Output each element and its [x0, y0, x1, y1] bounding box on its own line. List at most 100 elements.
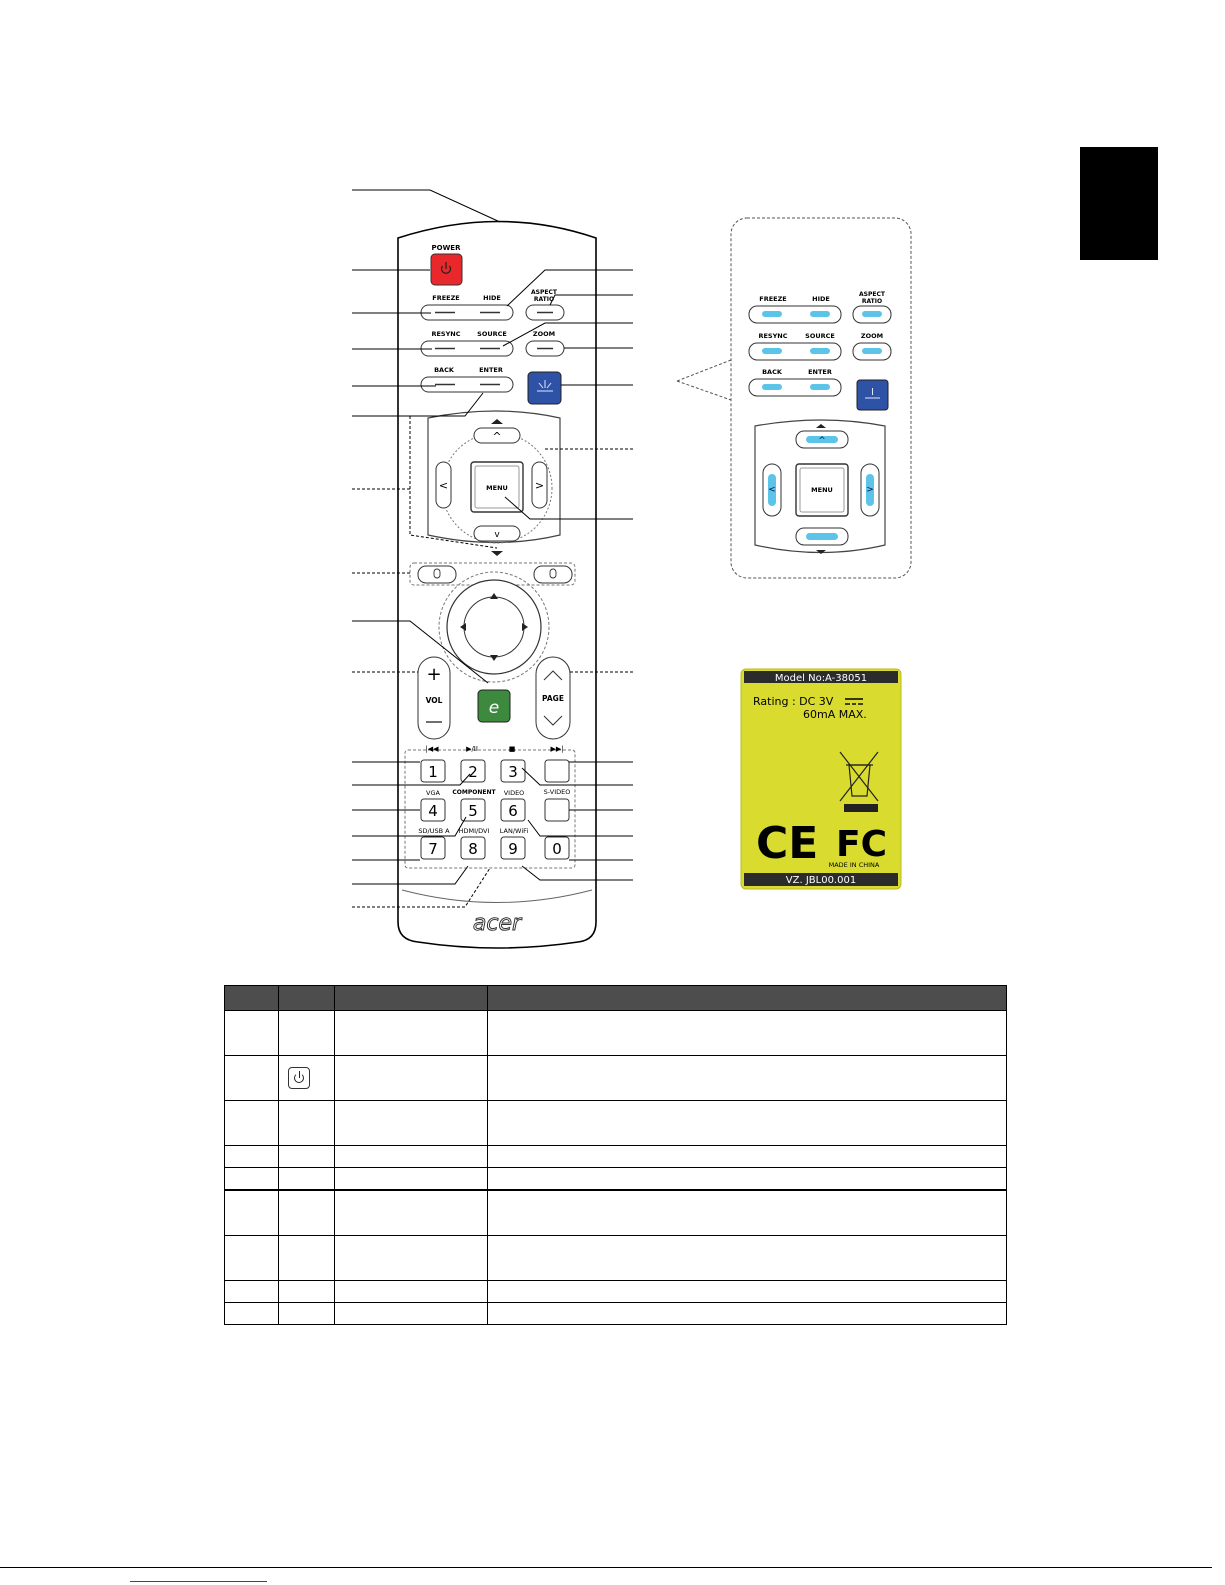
numeric-key[interactable] [460, 759, 486, 783]
svg-text:▶▶|: ▶▶| [550, 745, 563, 753]
table-row [224, 1280, 1007, 1303]
table-row [224, 1189, 1007, 1236]
back-label: BACK [434, 366, 455, 374]
right-icon: > [535, 479, 544, 492]
numeric-key[interactable] [420, 798, 446, 822]
numeric-key[interactable] [544, 836, 570, 860]
sdusb-label: SD/USB A [418, 827, 450, 835]
next-key[interactable] [544, 759, 570, 783]
numeric-key-label: 8 [468, 840, 478, 858]
aspect-label-1: ASPECT [531, 289, 558, 296]
inset-menu-button[interactable] [795, 463, 849, 517]
inset-source-label: SOURCE [805, 332, 835, 340]
table-row [224, 1235, 1007, 1281]
left-icon: < [439, 479, 448, 492]
inset-aspect-button[interactable] [862, 311, 882, 317]
up-button[interactable] [473, 427, 521, 444]
numeric-key[interactable] [420, 759, 446, 783]
numeric-key[interactable] [500, 836, 526, 860]
label-code: VZ. JBL00.001 [786, 875, 856, 886]
inset-enter-button[interactable] [810, 384, 830, 390]
svg-text:+: + [426, 664, 441, 685]
source-label: SOURCE [477, 330, 507, 338]
menu-label: MENU [486, 484, 508, 492]
inset-aspect-label-2: RATIO [862, 298, 882, 305]
power-button[interactable] [430, 253, 463, 286]
inset-source-button[interactable] [810, 348, 830, 354]
component-label: COMPONENT [452, 789, 496, 796]
rating-current: 60mA MAX. [803, 708, 867, 721]
numeric-key[interactable] [420, 836, 446, 860]
numeric-key[interactable] [460, 798, 486, 822]
numeric-key[interactable] [460, 836, 486, 860]
svg-text:>: > [866, 485, 874, 495]
numeric-key-label: 7 [428, 840, 438, 858]
laser-icon [537, 380, 553, 392]
vga-label: VGA [426, 789, 440, 797]
empowering-key[interactable] [477, 689, 511, 723]
callout-lines-left [352, 189, 501, 908]
menu-button[interactable] [470, 461, 524, 513]
hide-label: HIDE [483, 294, 501, 302]
inset-back-label: BACK [762, 368, 783, 376]
inset-hide-label: HIDE [812, 295, 830, 303]
e-key-label: e [489, 698, 499, 718]
svideo-key[interactable] [544, 798, 570, 822]
rating-label: Model No:A-38051 Rating : DC 3V 60mA MAX… [740, 668, 902, 890]
table-row [224, 1302, 1007, 1325]
numeric-key-label: 2 [468, 763, 478, 781]
down-icon: v [494, 530, 500, 540]
right-button[interactable] [531, 461, 548, 509]
inset-resync-button[interactable] [762, 348, 782, 354]
rating-text: Rating : DC 3V [753, 695, 834, 708]
back-enter-rocker [420, 376, 514, 393]
zoom-label: ZOOM [533, 330, 555, 338]
aspect-label-2: RATIO [534, 296, 554, 303]
left-button[interactable] [435, 461, 452, 509]
page-label: PAGE [542, 694, 564, 703]
inset-freeze-label: FREEZE [759, 295, 786, 303]
table-row [224, 1100, 1007, 1146]
acer-logo: acer [473, 911, 523, 936]
fcc-mark: FC [836, 824, 887, 865]
down-button[interactable] [473, 525, 521, 542]
up-icon: ^ [492, 430, 501, 443]
vol-label: VOL [426, 696, 443, 705]
mouse-right-button[interactable] [533, 565, 573, 584]
footer-link-underline[interactable] [130, 1581, 267, 1582]
table-row [224, 1010, 1007, 1056]
svg-text:|◀◀: |◀◀ [425, 745, 439, 753]
inset-freeze-button[interactable] [762, 311, 782, 317]
svg-text:▶/II: ▶/II [466, 745, 478, 753]
inset-zoom-button[interactable] [862, 348, 882, 354]
numeric-key-label: 4 [428, 802, 438, 820]
volume-rocker[interactable] [417, 656, 451, 740]
inset-hide-button[interactable] [810, 311, 830, 317]
svg-text:<: < [768, 485, 776, 495]
mouse-right-icon [549, 568, 557, 579]
remote-function-table [224, 985, 1007, 1325]
power-icon [440, 262, 452, 274]
inset-back-button[interactable] [762, 384, 782, 390]
page-rocker[interactable] [535, 656, 571, 740]
mouse-left-button[interactable] [417, 565, 457, 584]
chapter-tab [1080, 147, 1158, 260]
power-icon [288, 1067, 310, 1089]
table-row [224, 1145, 1007, 1168]
numeric-key-label: 1 [428, 763, 438, 781]
numeric-key[interactable] [500, 798, 526, 822]
inset-laser-icon [865, 388, 880, 399]
model-number: Model No:A-38051 [775, 673, 867, 684]
table-row [224, 1055, 1007, 1101]
enter-label: ENTER [479, 366, 503, 374]
table-header-row [224, 985, 1007, 1011]
numeric-key-label: 3 [508, 763, 518, 781]
lanwifi-label: LAN/WiFi [500, 827, 529, 835]
inset-resync-label: RESYNC [758, 332, 787, 340]
svg-text:■: ■ [509, 745, 516, 753]
table-row [224, 1167, 1007, 1191]
inset-aspect-label-1: ASPECT [859, 291, 886, 298]
power-label: POWER [432, 244, 462, 252]
svideo-label: S-VIDEO [544, 788, 571, 796]
numeric-key-label: 9 [508, 840, 518, 858]
